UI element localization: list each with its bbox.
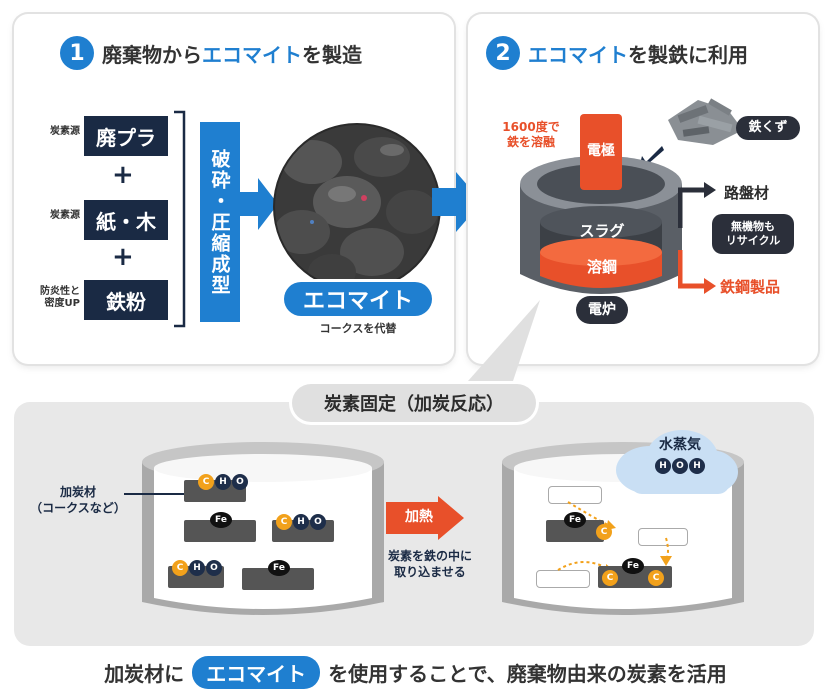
ecomite-product-label: エコマイト	[284, 282, 432, 316]
oxygen-atom: O	[232, 474, 248, 490]
empty-slot-1	[548, 486, 602, 504]
caption-suffix: を使用することで、廃棄物由来の炭素を活用	[328, 662, 727, 686]
ecomite-photo-icon	[273, 123, 441, 291]
step1-number-badge: 1	[60, 36, 94, 70]
iron-block-3	[546, 520, 604, 542]
material-box-paper-wood: 紙・木	[84, 200, 168, 240]
step2-title: 2 エコマイト を製鉄に利用	[486, 36, 748, 70]
step2-panel: 2 エコマイト を製鉄に利用 1600度で 鉄を溶融 鉄くず 電極 スラグ 溶鋼…	[468, 14, 818, 364]
roadbed-label: 路盤材	[724, 184, 770, 202]
material-label-3: 防炎性と 密度UP	[40, 286, 80, 309]
plus-sign-2: +	[112, 242, 134, 272]
callout-tail-icon	[460, 300, 540, 390]
iron-block-2	[242, 568, 314, 590]
slag-label: スラグ	[579, 222, 625, 240]
empty-slot-3	[536, 570, 590, 588]
hydrogen-atom: H	[293, 514, 309, 530]
carbon-atom: C	[596, 524, 612, 540]
plus-sign-1: +	[112, 160, 134, 190]
electric-furnace-icon	[520, 156, 682, 294]
temperature-note: 1600度で 鉄を溶融	[502, 120, 560, 149]
carbon-atom: C	[276, 514, 292, 530]
material-label-1: 炭素源	[50, 126, 80, 137]
hydrogen-atom: H	[689, 458, 705, 474]
step1-title-prefix: 廃棄物から	[102, 42, 202, 67]
material-box-iron-powder: 鉄粉	[84, 280, 168, 320]
ecomite-caption: コークスを代替	[319, 322, 397, 335]
recycle-note-badge: 無機物も リサイクル	[712, 214, 794, 254]
oxygen-atom: O	[206, 560, 222, 576]
step3-title: 炭素固定（加炭反応）	[292, 384, 536, 422]
process-box: 破砕・圧縮成型	[200, 122, 240, 322]
iron-atom: Fe	[622, 558, 644, 574]
carburizer-label: 加炭材 （コークスなど）	[30, 485, 126, 515]
iron-scrap-label: 鉄くず	[736, 116, 800, 140]
carbon-atom: C	[648, 570, 664, 586]
oxygen-atom: O	[310, 514, 326, 530]
step1-title: 1 廃棄物から エコマイト を製造	[60, 36, 362, 70]
carbon-atom: C	[602, 570, 618, 586]
heat-caption: 炭素を鉄の中に 取り込ませる	[387, 549, 472, 579]
step1-panel: 1 廃棄物から エコマイト を製造 炭素源 廃プラ + 炭素源 紙・木 + 防炎…	[14, 14, 454, 364]
iron-atom: Fe	[210, 512, 232, 528]
carburizer-pointer-line	[124, 493, 184, 495]
material-label-2: 炭素源	[50, 210, 80, 221]
arrow-between-panels-icon	[432, 172, 482, 232]
steel-products-label: 鉄鋼製品	[720, 278, 781, 296]
step2-title-highlight: エコマイト	[528, 42, 628, 67]
step3-panel: 加炭材 （コークスなど） C H O Fe C H O C H O Fe 加熱 …	[14, 402, 814, 646]
electrode-label: 電極	[587, 143, 615, 159]
iron-atom: Fe	[564, 512, 586, 528]
oxygen-atom: O	[672, 458, 688, 474]
steam-label: 水蒸気	[659, 437, 701, 453]
material-box-plastic: 廃プラ	[84, 116, 168, 156]
iron-atom: Fe	[268, 560, 290, 576]
left-drum-icon	[142, 442, 384, 615]
hydrogen-atom: H	[215, 474, 231, 490]
arrow-right-icon	[240, 178, 278, 230]
carbon-atom: C	[198, 474, 214, 490]
step2-title-suffix: を製鉄に利用	[628, 42, 748, 67]
steel-outflow-arrow-icon	[678, 250, 716, 294]
carbon-atom: C	[172, 560, 188, 576]
hydrogen-atom: H	[655, 458, 671, 474]
hydrogen-atom: H	[189, 560, 205, 576]
iron-block-1	[184, 520, 256, 542]
furnace-label: 電炉	[576, 296, 628, 324]
step2-number-badge: 2	[486, 36, 520, 70]
molten-steel-label: 溶鋼	[586, 258, 617, 276]
heat-arrow-icon	[386, 496, 464, 540]
electrode-rod	[580, 114, 622, 190]
heat-label: 加熱	[405, 509, 433, 525]
h2o-molecule: H O H	[655, 458, 706, 474]
cho-molecule-3: C H O	[172, 560, 223, 576]
iron-scrap-icon	[668, 98, 743, 145]
empty-slot-2	[638, 528, 688, 546]
bottom-caption: 加炭材に エコマイト を使用することで、廃棄物由来の炭素を活用	[0, 656, 831, 689]
cho-molecule-1: C H O	[198, 474, 249, 490]
step1-title-suffix: を製造	[302, 42, 362, 67]
caption-prefix: 加炭材に	[104, 662, 185, 686]
step1-title-highlight: エコマイト	[202, 42, 302, 67]
bracket-icon	[174, 110, 186, 328]
slag-outflow-arrow-icon	[678, 182, 716, 228]
cho-molecule-2: C H O	[276, 514, 327, 530]
caption-highlight: エコマイト	[192, 656, 321, 689]
